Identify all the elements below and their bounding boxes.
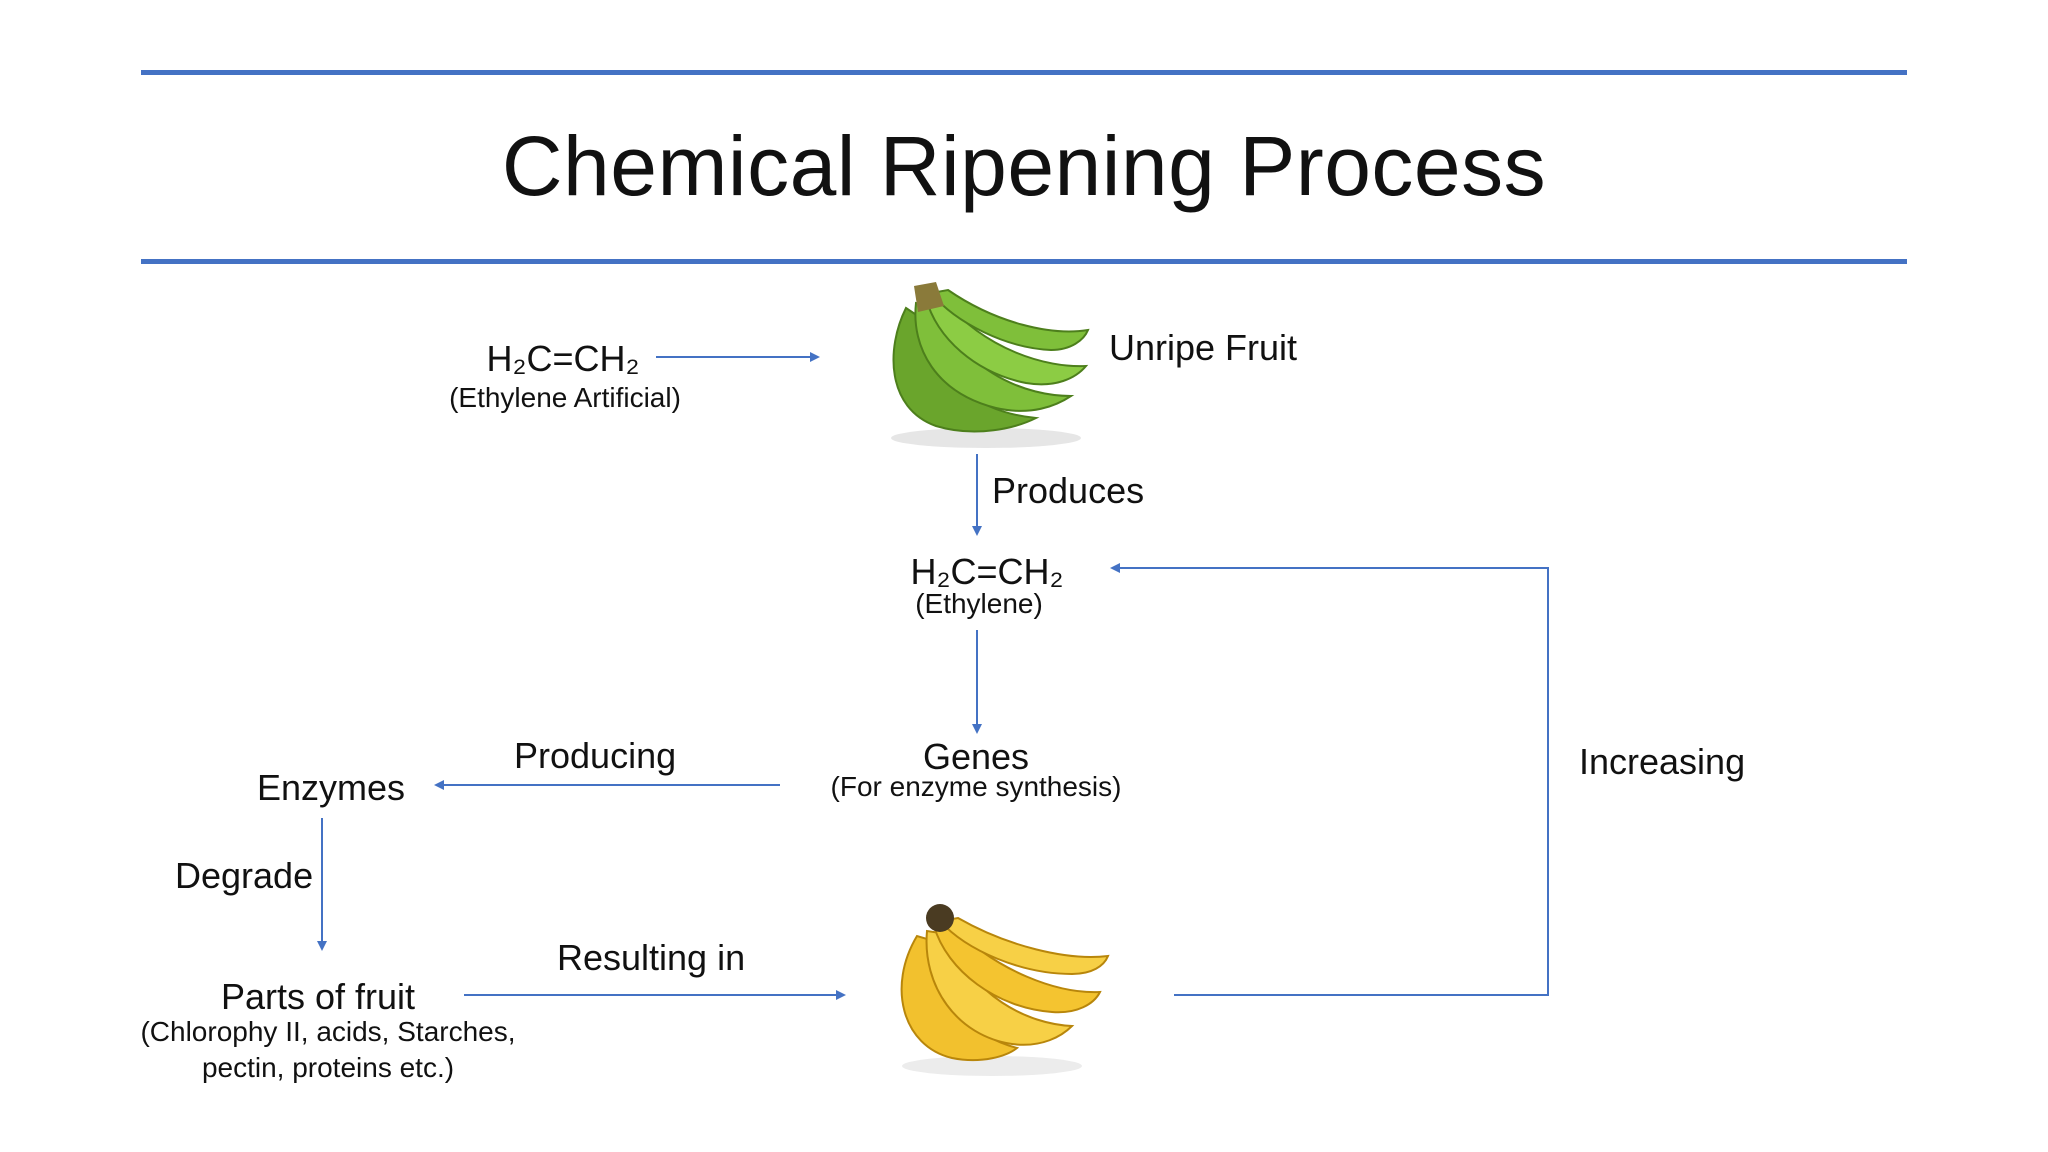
genes-label: Genes (922, 736, 1030, 777)
producing-label: Producing (514, 735, 677, 776)
ethylene-formula: H₂C=CH₂ (910, 551, 1064, 592)
degrade-label: Degrade (175, 855, 314, 896)
genes-note: (For enzyme synthesis) (830, 771, 1122, 802)
bottom-title-rule (141, 259, 1907, 264)
parts-of-fruit-note-line1: (Chlorophy II, acids, Starches, (140, 1016, 516, 1047)
resulting-in-label: Resulting in (557, 937, 746, 978)
feedback-loop-increasing (1110, 563, 1549, 996)
increasing-label: Increasing (1579, 741, 1746, 782)
produces-label: Produces (992, 470, 1145, 511)
top-rule (141, 70, 1907, 75)
unripe-fruit-label: Unripe Fruit (1109, 327, 1298, 368)
parts-of-fruit-label: Parts of fruit (220, 976, 416, 1017)
ethylene-note: (Ethylene) (915, 588, 1043, 619)
artificial-ethylene-note: (Ethylene Artificial) (449, 382, 681, 413)
ripe-banana-image (900, 904, 1110, 1076)
artificial-ethylene-formula: H₂C=CH₂ (486, 338, 640, 379)
parts-of-fruit-note-line2: pectin, proteins etc.) (201, 1052, 455, 1083)
slide-title: Chemical Ripening Process (501, 119, 1547, 213)
unripe-banana-image (891, 282, 1090, 448)
enzymes-label: Enzymes (257, 767, 406, 808)
